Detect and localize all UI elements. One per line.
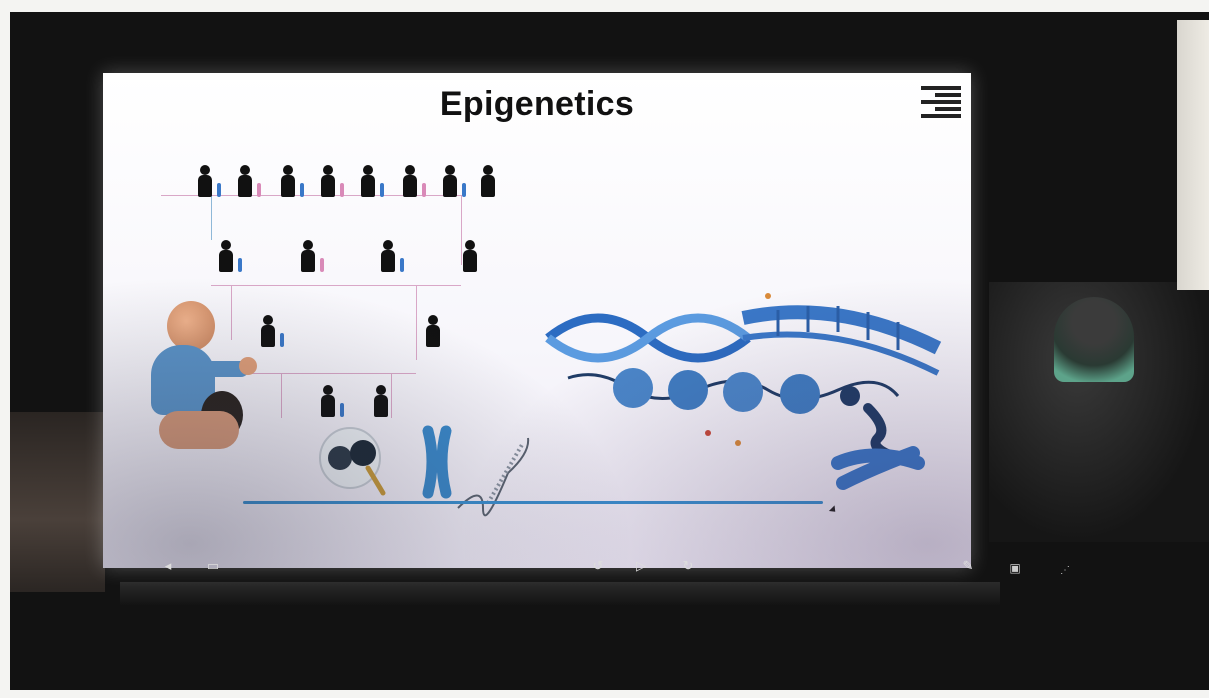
- tree-connector: [416, 285, 417, 360]
- forward-icon[interactable]: ↻: [678, 558, 698, 574]
- nucleosome-icon: [668, 370, 708, 410]
- tree-connector: [391, 373, 392, 418]
- person-icon: [198, 165, 212, 197]
- methyl-group-icon: [765, 293, 771, 299]
- nucleosome-icon: [780, 374, 820, 414]
- wall-paper: [1177, 20, 1209, 290]
- chromosome-icon: [300, 183, 304, 197]
- tree-connector: [231, 373, 416, 374]
- tree-connector: [281, 373, 282, 418]
- person-icon: [321, 165, 335, 197]
- person-icon: [381, 240, 395, 272]
- slide-title: Epigenetics: [103, 85, 971, 124]
- person-icon: [361, 165, 375, 197]
- background-person: [1054, 297, 1134, 382]
- chromosome-icon: [238, 258, 242, 272]
- person-icon: [443, 165, 457, 197]
- chromosome-icon: [257, 183, 261, 197]
- chromosome-icon: [320, 258, 324, 272]
- tree-connector: [461, 195, 462, 265]
- person-icon: [481, 165, 495, 197]
- presentation-screen: Epigenetics: [103, 73, 971, 568]
- publisher-logo: [919, 83, 963, 131]
- person-icon: [463, 240, 477, 272]
- person-icon: [238, 165, 252, 197]
- settings-icon[interactable]: ✎: [958, 558, 978, 574]
- nucleosome-icon: [613, 368, 653, 408]
- dna-histone-diagram: [538, 278, 958, 498]
- screen-reflection: [120, 582, 1000, 606]
- more-icon[interactable]: ⋰: [1055, 562, 1075, 578]
- play-icon[interactable]: ▷: [631, 558, 651, 574]
- person-icon: [219, 240, 233, 272]
- rewind-icon[interactable]: ↺: [588, 558, 608, 574]
- chromosome-icon: [422, 183, 426, 197]
- tree-connector: [211, 285, 461, 286]
- chromosome-icon: [217, 183, 221, 197]
- cell-chromosome-dna-illustration: [308, 413, 548, 523]
- chromosome-icon: [400, 258, 404, 272]
- volume-icon[interactable]: ◂: [158, 558, 178, 574]
- tree-connector: [211, 195, 212, 240]
- timeline-progress-line[interactable]: [243, 501, 823, 504]
- person-icon: [301, 240, 315, 272]
- chromosome-icon: [462, 183, 466, 197]
- chromosome-icon: [838, 453, 918, 483]
- chromosome-icon: [280, 333, 284, 347]
- room-furniture: [10, 412, 105, 592]
- captions-icon[interactable]: ▭: [203, 558, 223, 574]
- person-icon: [261, 315, 275, 347]
- chromosome-icon: [340, 183, 344, 197]
- mouse-cursor-icon: [829, 505, 838, 514]
- baby-on-shoulders-image: [141, 301, 251, 471]
- fullscreen-icon[interactable]: ▣: [1005, 560, 1025, 576]
- person-icon: [403, 165, 417, 197]
- chromosome-x-icon: [428, 431, 446, 493]
- nucleosome-icon: [723, 372, 763, 412]
- person-icon: [281, 165, 295, 197]
- person-icon: [426, 315, 440, 347]
- dna-ladder-icon: [743, 312, 938, 348]
- media-controls-bar: ◂ ▭ ↺ ▷ ↻ ✎: [103, 558, 971, 580]
- chromosome-icon: [380, 183, 384, 197]
